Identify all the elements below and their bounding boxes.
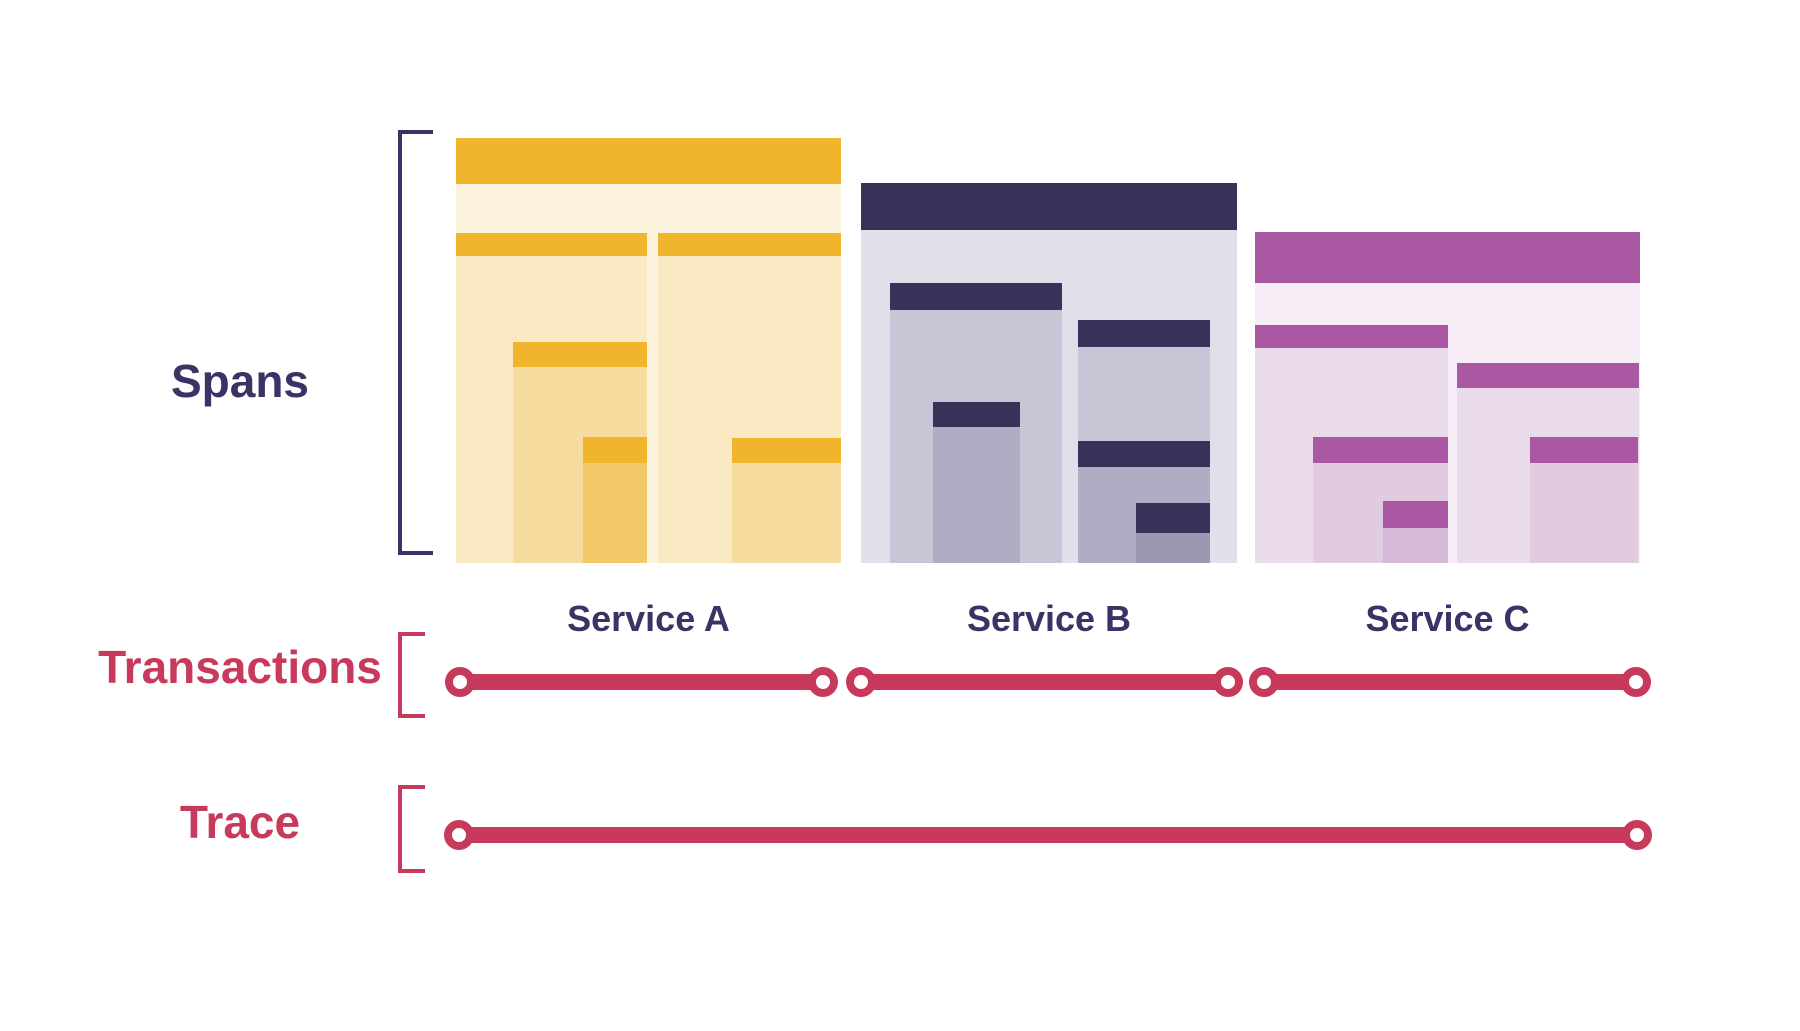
transaction-a-line xyxy=(460,674,823,690)
service-b-span2-right-header xyxy=(1078,320,1210,347)
transactions-row-label: Transactions xyxy=(98,641,382,693)
service-c-label: Service C xyxy=(1365,598,1530,639)
transaction-a-start-circle xyxy=(445,667,475,697)
service-c-root-span-header xyxy=(1255,232,1640,283)
service-b-span3-left-header xyxy=(933,402,1020,427)
transaction-c-line xyxy=(1264,674,1636,690)
service-c-span3-right-header xyxy=(1530,437,1638,463)
transaction-b-start-circle xyxy=(846,667,876,697)
service-b-label: Service B xyxy=(966,598,1132,639)
trace-line xyxy=(459,827,1637,843)
service-c-span2-right-header xyxy=(1457,363,1639,388)
service-a-span2-left-header xyxy=(456,233,647,256)
service-b-span4-right-header xyxy=(1136,503,1210,533)
service-c-span4-left-header xyxy=(1383,501,1448,528)
service-b-span4-right-body xyxy=(1136,533,1210,563)
spans-row-label: Spans xyxy=(170,355,310,407)
service-a-span3-right-body xyxy=(732,463,841,563)
service-a-span4-left-header xyxy=(583,437,647,463)
trace-bracket xyxy=(398,785,425,873)
service-c-span2-left-header xyxy=(1255,325,1448,348)
service-b-root-span-header xyxy=(861,183,1237,230)
service-a-label: Service A xyxy=(567,598,730,639)
transactions-bracket xyxy=(398,632,425,718)
trace-row-label: Trace xyxy=(179,796,301,848)
trace-end-circle xyxy=(1622,820,1652,850)
spans-bracket xyxy=(398,130,433,555)
service-b-span3-left-body xyxy=(933,427,1020,563)
transaction-c-end-circle xyxy=(1621,667,1651,697)
service-a-span3-right-header xyxy=(732,438,841,463)
trace-start-circle xyxy=(444,820,474,850)
service-b-span3-right-header xyxy=(1078,441,1210,467)
service-a-span2-right-header xyxy=(658,233,841,256)
service-a-span3-left-header xyxy=(513,342,647,367)
service-a-root-span-header xyxy=(456,138,841,184)
transaction-a-end-circle xyxy=(808,667,838,697)
transaction-b-line xyxy=(861,674,1228,690)
transaction-b-end-circle xyxy=(1213,667,1243,697)
service-c-span3-right-body xyxy=(1530,463,1638,563)
service-c-span3-left-header xyxy=(1313,437,1448,463)
service-c-span4-left-body xyxy=(1383,528,1448,563)
transaction-c-start-circle xyxy=(1249,667,1279,697)
service-b-span2-left-header xyxy=(890,283,1062,310)
service-a-span4-left-body xyxy=(583,463,647,563)
